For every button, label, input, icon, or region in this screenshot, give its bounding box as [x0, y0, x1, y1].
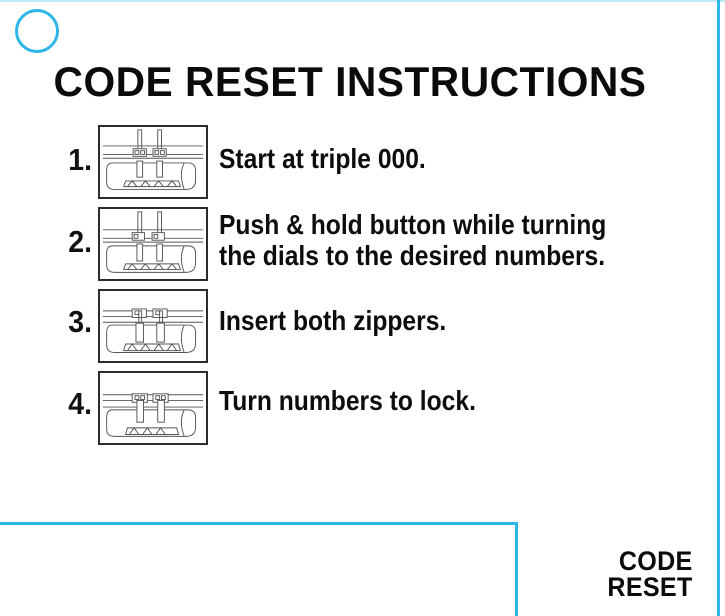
- list-item: 4.: [0, 366, 725, 448]
- step-text: Turn numbers to lock.: [219, 385, 476, 416]
- step-text: Push & hold button while turning the dia…: [219, 209, 607, 271]
- step-number: 2.: [68, 224, 92, 259]
- circle-outline-icon: [15, 9, 59, 53]
- list-item: 1.: [0, 120, 725, 202]
- step-text: Insert both zippers.: [219, 305, 447, 336]
- lock-illustration: [98, 289, 208, 363]
- list-item: 3.: [0, 284, 725, 366]
- lock-illustration: [98, 371, 208, 445]
- step-number: 3.: [68, 304, 92, 339]
- bottom-left-corner-bracket-vertical: [515, 522, 518, 616]
- step-number: 1.: [68, 142, 92, 177]
- steps-list: 1.: [0, 120, 725, 448]
- brand-line-1: CODE: [619, 546, 693, 576]
- page-title: CODE RESET INSTRUCTIONS: [53, 58, 647, 105]
- brand-logo: CODE RESET: [607, 546, 693, 602]
- lock-illustration: [98, 207, 208, 281]
- lock-illustration: [98, 125, 208, 199]
- brand-line-2: RESET: [607, 572, 693, 602]
- step-text: Start at triple 000.: [219, 143, 426, 174]
- right-edge-rule: [717, 0, 720, 616]
- bottom-left-corner-bracket-horizontal: [0, 522, 518, 525]
- top-edge-rule: [0, 0, 725, 2]
- list-item: 2.: [0, 202, 725, 284]
- step-number: 4.: [68, 386, 92, 421]
